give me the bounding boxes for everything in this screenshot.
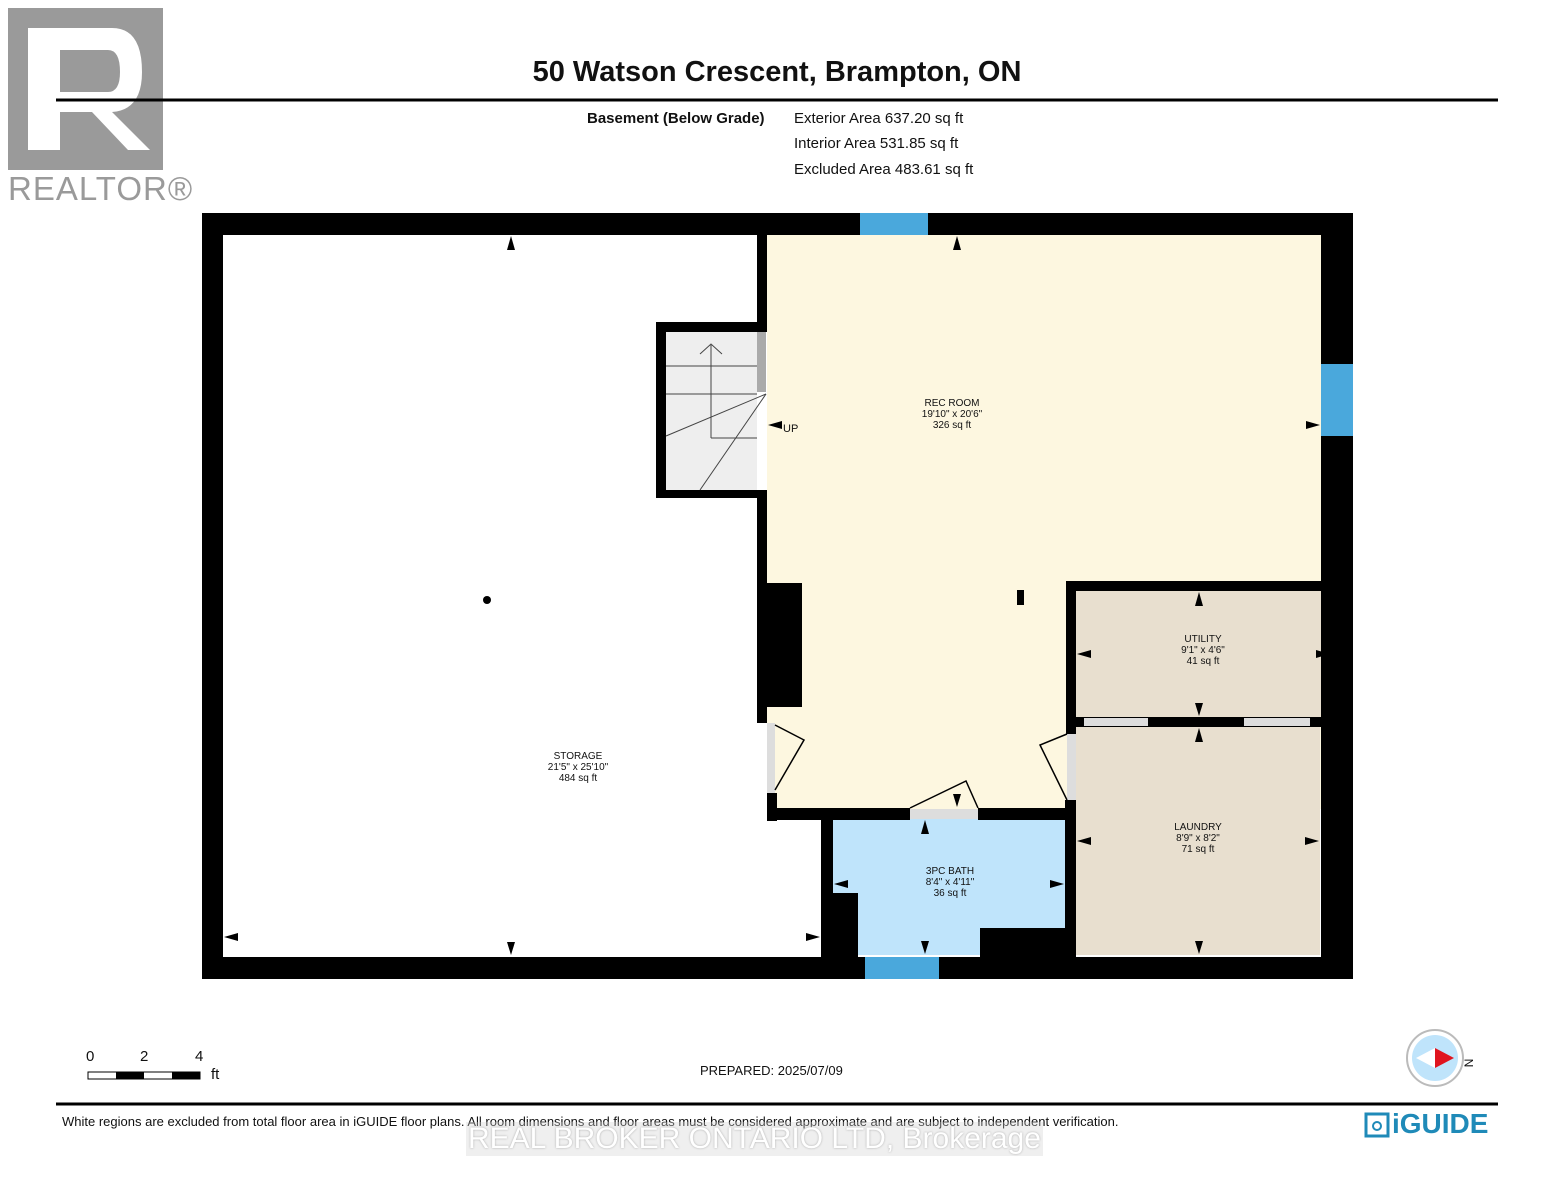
laundry-room xyxy=(1076,727,1320,955)
utility-room xyxy=(1076,591,1331,717)
room-area: 41 sq ft xyxy=(1186,656,1220,667)
scale-tick-2: 2 xyxy=(140,1048,149,1065)
realtor-logo-text: REALTOR® xyxy=(8,170,194,207)
staircase[interactable] xyxy=(665,332,767,491)
room-name: STORAGE xyxy=(553,751,603,762)
room-dims: 8'9" x 8'2" xyxy=(1176,833,1220,844)
room-area: 326 sq ft xyxy=(932,420,972,431)
room-dims: 9'1" x 4'6" xyxy=(1181,645,1225,656)
room-name: LAUNDRY xyxy=(1174,822,1222,833)
brokerage-watermark: REAL BROKER ONTARIO LTD, Brokerage xyxy=(466,1122,1043,1156)
room-area: 36 sq ft xyxy=(933,888,967,899)
room-dims: 21'5" x 25'10" xyxy=(547,762,609,773)
room-dims: 8'4" x 4'11" xyxy=(925,877,975,888)
windows xyxy=(860,213,1353,979)
room-dims: 19'10" x 20'6" xyxy=(921,409,983,420)
interior-area: Interior Area 531.85 sq ft xyxy=(794,135,959,152)
door-swings xyxy=(774,724,1068,809)
scale-tick-4: 4 xyxy=(195,1048,204,1065)
iguide-logo: iGUIDE xyxy=(1392,1108,1489,1139)
prepared-date: PREPARED: 2025/07/09 xyxy=(700,1063,843,1078)
compass-icon xyxy=(1406,1029,1464,1087)
scale-unit: ft xyxy=(211,1066,220,1083)
scale-tick-0: 0 xyxy=(86,1048,95,1065)
bath-room xyxy=(833,819,1065,955)
exterior-area: Exterior Area 637.20 sq ft xyxy=(794,110,964,127)
stairs-up-label: UP xyxy=(783,423,799,435)
disclaimer: White regions are excluded from total fl… xyxy=(62,1114,1119,1129)
walls xyxy=(202,213,1353,979)
room-area: 484 sq ft xyxy=(558,773,598,784)
doors xyxy=(767,718,1310,819)
page-title: 50 Watson Crescent, Brampton, ON xyxy=(532,56,1022,88)
compass-north-label: N xyxy=(1461,1058,1476,1068)
room-name: 3PC BATH xyxy=(925,866,975,877)
room-name: REC ROOM xyxy=(924,398,980,409)
iguide-logo-icon xyxy=(1364,1112,1390,1138)
scale-bar xyxy=(87,1071,201,1080)
dimension-arrows xyxy=(224,236,1330,955)
realtor-logo xyxy=(8,8,163,170)
level-label: Basement (Below Grade) xyxy=(587,110,765,127)
room-name: UTILITY xyxy=(1184,634,1222,645)
room-area: 71 sq ft xyxy=(1181,844,1215,855)
excluded-area: Excluded Area 483.61 sq ft xyxy=(794,161,974,178)
